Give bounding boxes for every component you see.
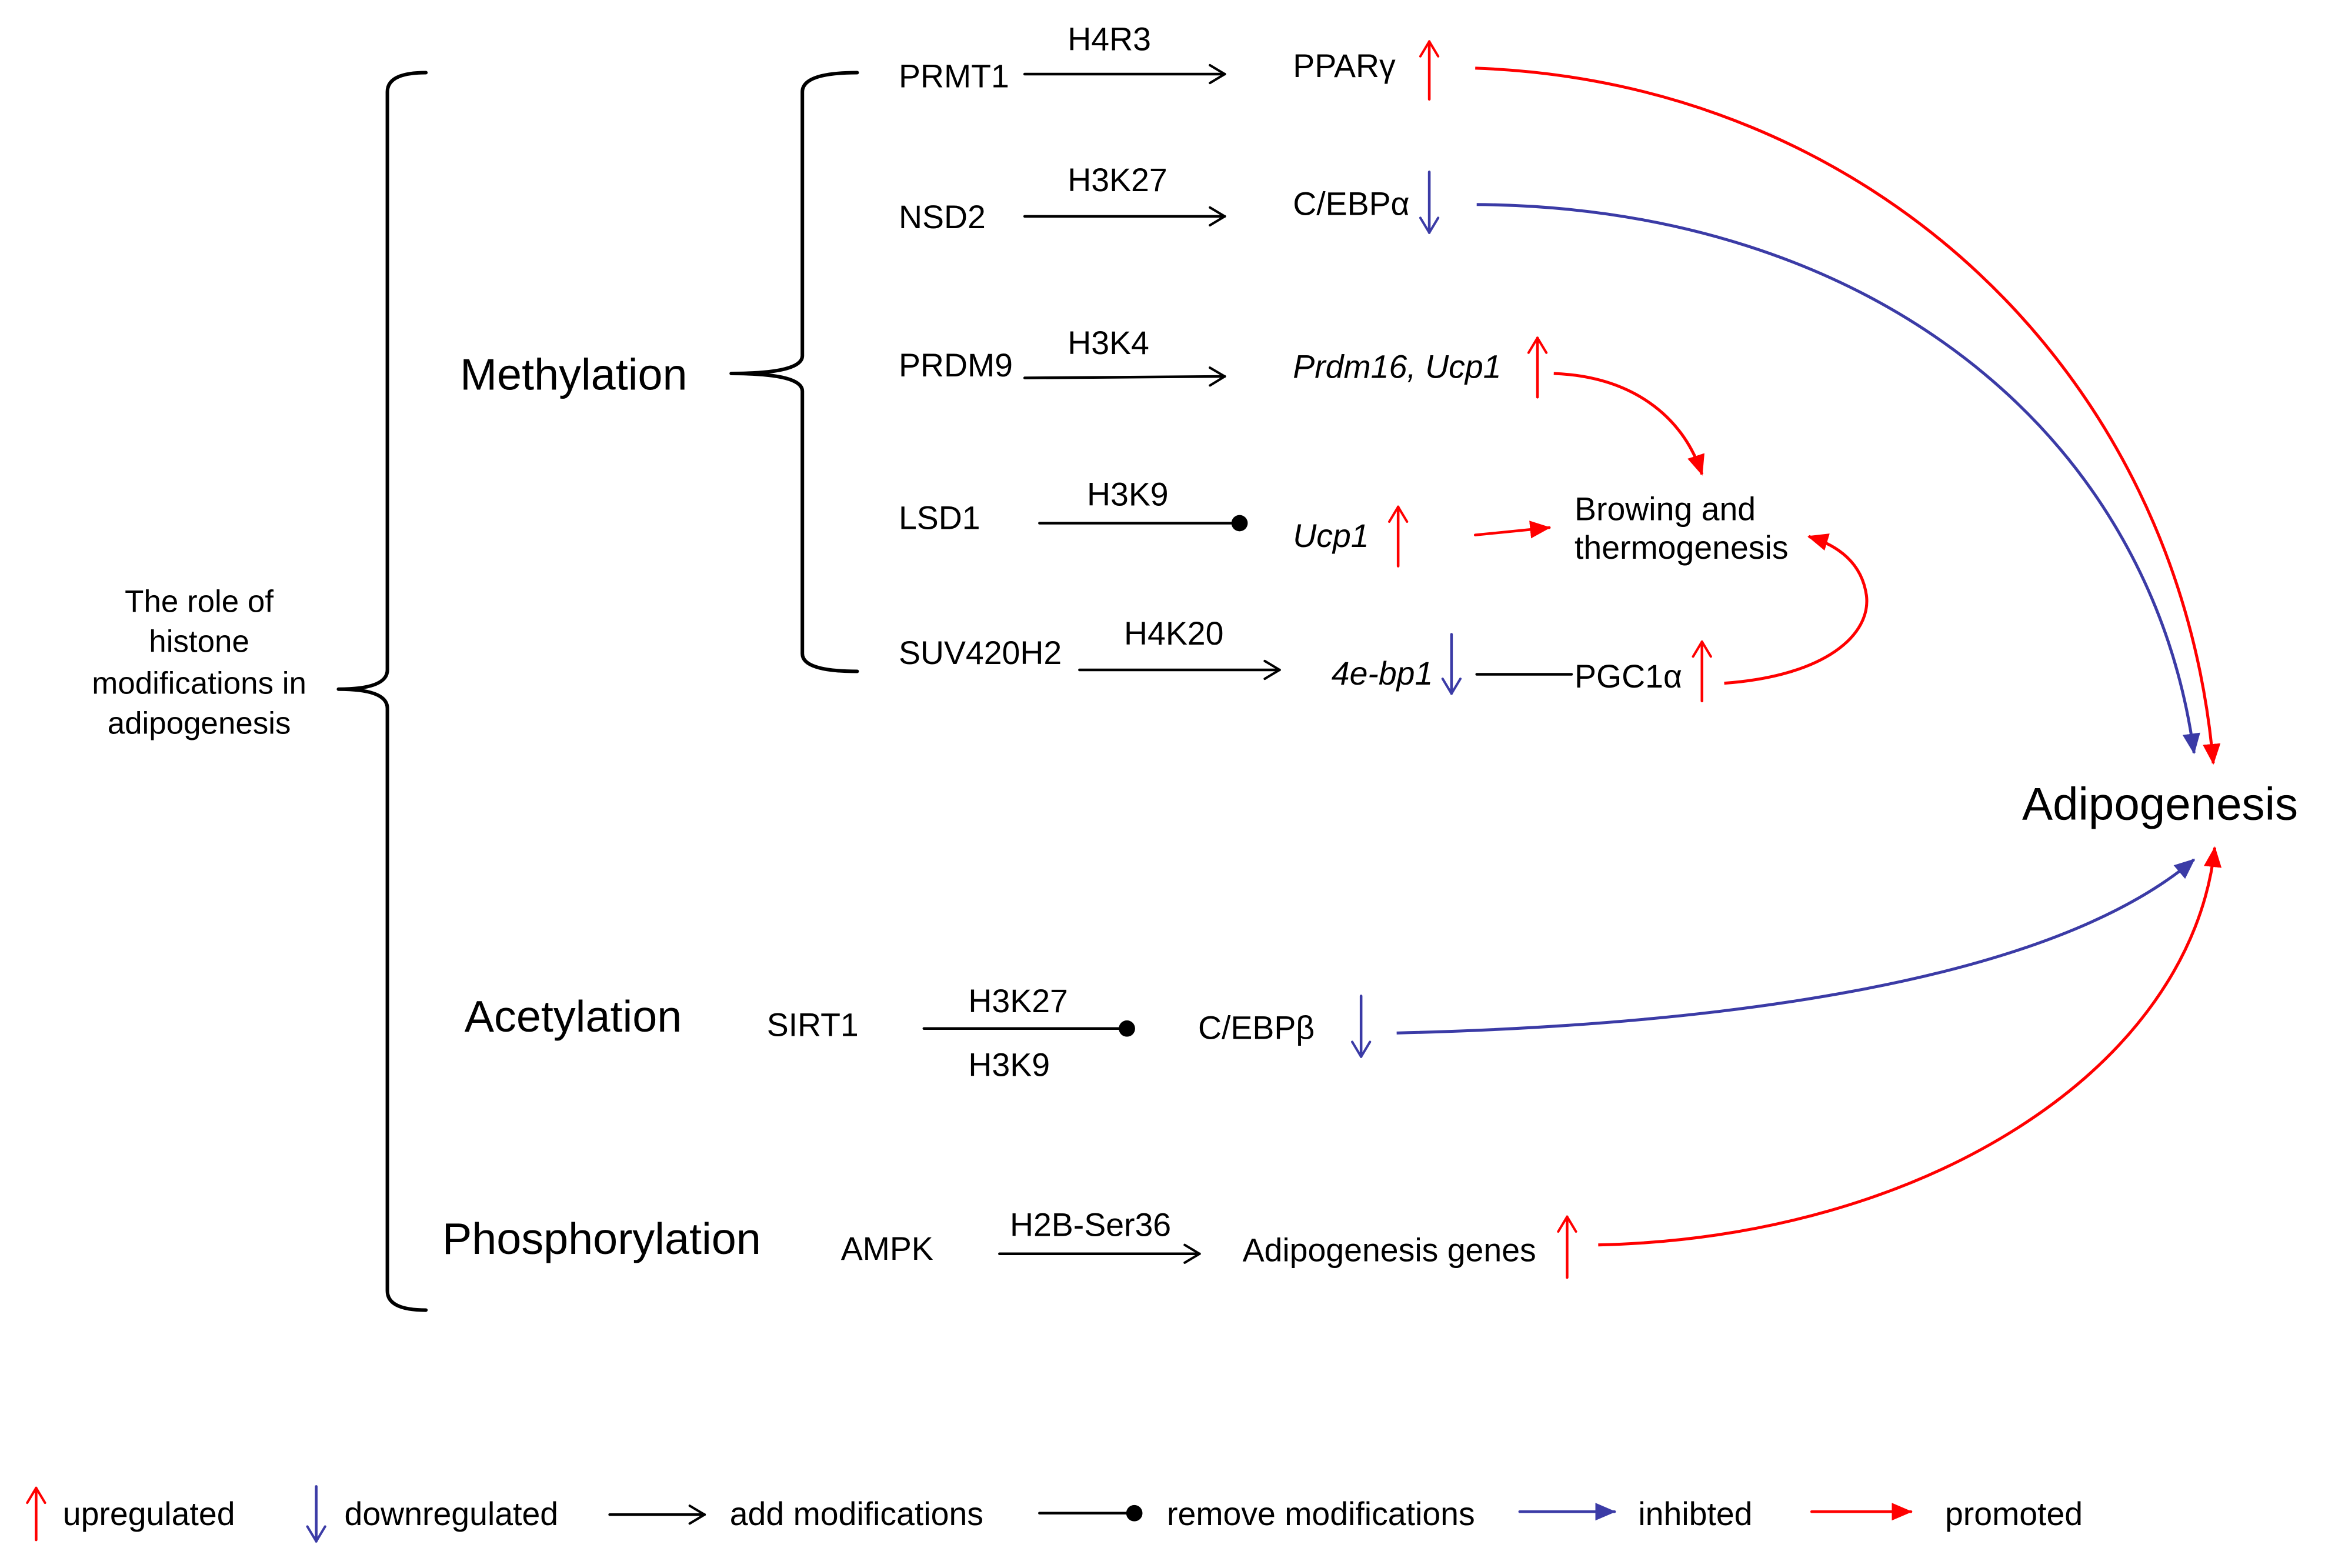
histone-mark-label: H3K4 xyxy=(1068,325,1149,361)
root-label-line: The role of xyxy=(125,585,273,619)
remove-modification-dot-icon xyxy=(1231,515,1248,532)
browning-label-line: thermogenesis xyxy=(1575,529,1789,566)
histone-mark-label: H4R3 xyxy=(1068,21,1151,58)
inhibited-arrow-icon xyxy=(1396,858,2196,1035)
main-brace xyxy=(336,71,428,1312)
remove-modification-link xyxy=(922,1020,1135,1037)
histone-mark-label: H3K27 xyxy=(968,983,1068,1019)
browning-node: Browing and thermogenesis xyxy=(1575,491,1789,566)
methylation-row-lsd1: LSD1 H3K9 Ucp1 xyxy=(899,476,1551,568)
root-label-line: histone xyxy=(149,625,249,659)
enzyme-label: SUV420H2 xyxy=(899,635,1062,671)
enzyme-label: PRMT1 xyxy=(899,58,1009,95)
target-label: 4e-bp1 xyxy=(1332,655,1433,692)
phosphorylation-row-ampk: AMPK H2B-Ser36 Adipogenesis genes xyxy=(841,1207,1577,1279)
inhibited-arrow-icon xyxy=(1476,203,2200,755)
root-label-line: modifications in xyxy=(92,666,306,700)
browning-label-line: Browing and xyxy=(1575,491,1756,527)
promoted-arrow-icon xyxy=(1598,846,2222,1247)
add-modification-arrow-icon xyxy=(1023,366,1226,387)
enzyme-label: NSD2 xyxy=(899,199,986,235)
histone-mark-label: H3K9 xyxy=(1087,476,1169,512)
promoted-arrow-icon xyxy=(1724,533,1869,685)
category-acetylation: Acetylation xyxy=(465,992,682,1042)
target-label: Adipogenesis genes xyxy=(1243,1232,1536,1268)
promoted-arrow-icon xyxy=(1553,372,1704,476)
histone-mark-label: H4K20 xyxy=(1124,615,1223,652)
legend-item-upregulated: upregulated xyxy=(26,1486,235,1542)
remove-modification-link xyxy=(1038,515,1248,532)
target-label: C/EBPα xyxy=(1293,185,1409,222)
legend-item-add-modifications: add modifications xyxy=(608,1496,983,1532)
enzyme-label: PRDM9 xyxy=(899,347,1013,383)
legend-item-remove-modifications: remove modifications xyxy=(1038,1496,1475,1532)
methylation-brace xyxy=(729,71,859,673)
legend-item-downregulated: downregulated xyxy=(306,1485,559,1543)
promoted-arrow-icon xyxy=(1475,66,2221,765)
legend-label: upregulated xyxy=(63,1496,235,1532)
enzyme-label: LSD1 xyxy=(899,500,980,536)
root-label: The role of histone modifications in adi… xyxy=(92,585,306,741)
root-label-line: adipogenesis xyxy=(108,706,291,740)
remove-modification-dot-icon xyxy=(1126,1504,1143,1522)
legend-item-promoted: promoted xyxy=(1810,1496,2083,1532)
legend-label: inhibted xyxy=(1638,1496,1752,1532)
methylation-row-suv420h2: SUV420H2 H4K20 4e-bp1 PGC1α xyxy=(899,615,1712,703)
methylation-row-prdm9: PRDM9 H3K4 Prdm16, Ucp1 xyxy=(899,325,1548,399)
legend-label: promoted xyxy=(1945,1496,2083,1532)
category-phosphorylation: Phosphorylation xyxy=(442,1215,761,1264)
methylation-row-prmt1: PRMT1 H4R3 PPARγ xyxy=(899,21,1440,101)
remove-modification-dot-icon xyxy=(1119,1020,1135,1037)
target-label: Ucp1 xyxy=(1293,518,1369,554)
acetylation-row-sirt1: SIRT1 H3K27 H3K9 C/EBPβ xyxy=(767,983,1372,1083)
target-label: Prdm16, Ucp1 xyxy=(1293,349,1501,385)
legend-label: add modifications xyxy=(730,1496,983,1532)
target-label: PPARγ xyxy=(1293,48,1396,84)
legend-label: remove modifications xyxy=(1167,1496,1475,1532)
enzyme-label: SIRT1 xyxy=(767,1006,859,1043)
methylation-row-nsd2: NSD2 H3K27 C/EBPα xyxy=(899,162,1440,235)
category-methylation: Methylation xyxy=(460,351,688,400)
legend-item-inhibited: inhibted xyxy=(1518,1496,1753,1532)
histone-mark-label: H3K27 xyxy=(1068,162,1167,198)
target-label: C/EBPβ xyxy=(1198,1009,1315,1046)
outcome-label: Adipogenesis xyxy=(2022,778,2298,829)
downstream-label: PGC1α xyxy=(1575,658,1682,695)
histone-mark-label: H3K9 xyxy=(968,1046,1050,1083)
promoted-arrow-icon xyxy=(1473,521,1551,539)
histone-mark-label: H2B-Ser36 xyxy=(1010,1207,1171,1243)
legend: upregulated downregulated add modificati… xyxy=(26,1485,2083,1543)
legend-label: downregulated xyxy=(345,1496,559,1532)
enzyme-label: AMPK xyxy=(841,1230,933,1267)
